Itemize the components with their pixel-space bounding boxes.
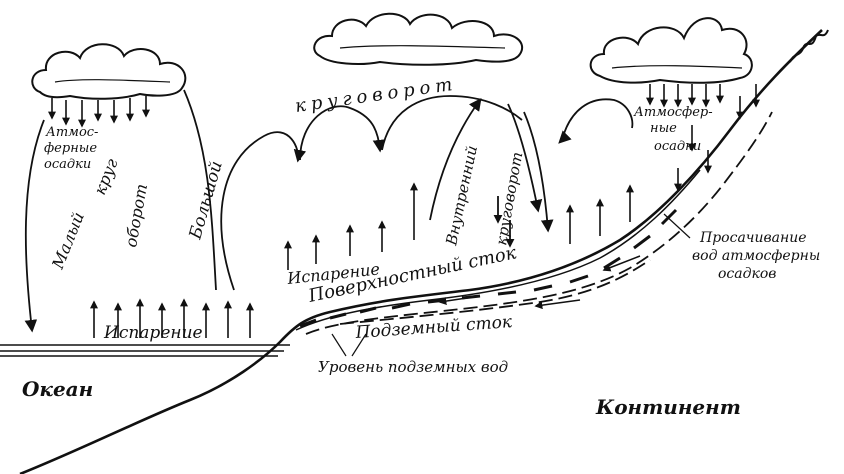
land-surface xyxy=(19,29,829,474)
precip-left-line2: ферные xyxy=(44,141,97,156)
evaporation-ocean-label: Испарение xyxy=(103,323,203,343)
small-cycle-word3: оборот xyxy=(121,182,151,248)
groundwater-level-label: Уровень подземных вод xyxy=(318,358,508,376)
seepage-leader xyxy=(663,213,691,239)
precip-right-line1: Атмосфер- xyxy=(633,105,713,120)
evaporation-land-arrows xyxy=(284,182,634,270)
precip-right-line3: осадки xyxy=(654,139,701,154)
small-cycle-arcs xyxy=(24,89,217,333)
precip-left-line3: осадки xyxy=(44,157,91,172)
small-cycle-word2: круг xyxy=(90,156,122,198)
seepage-line1: Просачивание xyxy=(699,230,807,246)
evaporation-ocean-arrows xyxy=(90,298,254,338)
seepage-line3: осадков xyxy=(718,266,776,282)
big-cycle-word2: круговорот xyxy=(294,73,459,117)
small-cycle-word1: Малый xyxy=(48,209,88,272)
groundwater-line xyxy=(305,111,773,335)
continent-label: Континент xyxy=(595,395,741,419)
big-cycle-arcs xyxy=(220,95,634,291)
groundwater-leader-2 xyxy=(351,333,367,357)
cloud-right xyxy=(589,17,753,84)
groundwater-leader xyxy=(331,333,347,357)
cloud-middle xyxy=(313,12,523,66)
underground-runoff-arrows xyxy=(438,255,641,310)
rain-right xyxy=(646,84,760,192)
ocean-label: Океан xyxy=(22,377,93,401)
ocean-surface xyxy=(0,344,290,357)
cloud-left xyxy=(31,43,187,100)
precip-left-line1: Атмос- xyxy=(45,125,98,140)
seepage-line2: вод атмосферны xyxy=(692,248,820,264)
underground-runoff-label: Подземный сток xyxy=(354,312,514,343)
rain-left xyxy=(48,96,150,128)
precip-right-line2: ные xyxy=(650,121,677,136)
